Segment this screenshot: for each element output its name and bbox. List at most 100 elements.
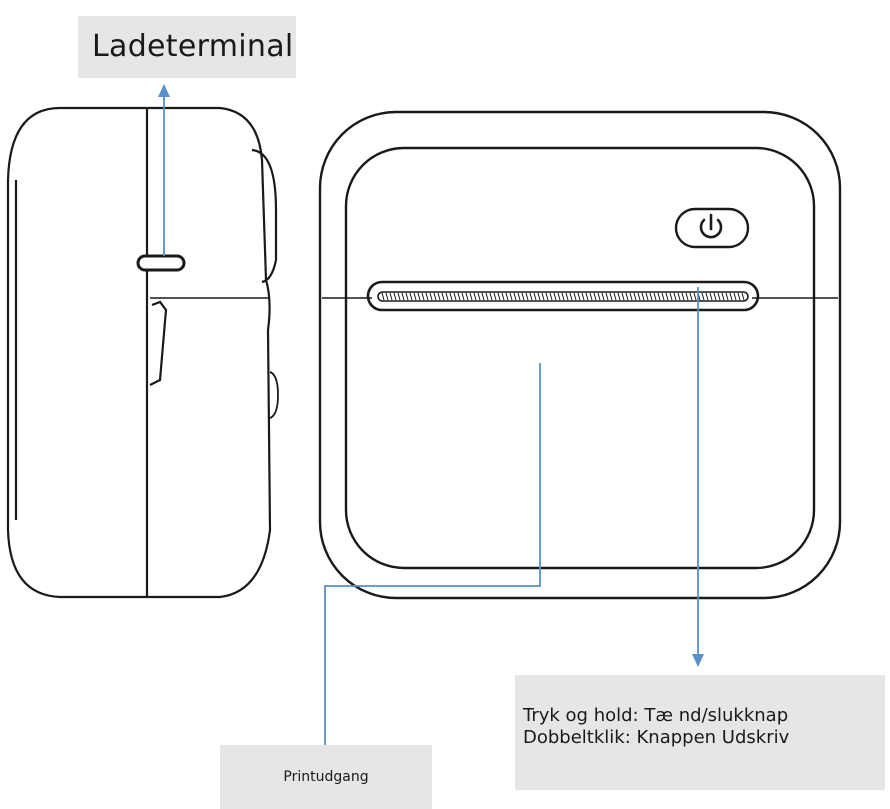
slot-tooth bbox=[465, 292, 469, 301]
slot-tooth bbox=[405, 292, 409, 301]
slot-tooth bbox=[653, 292, 657, 301]
slot-tooth bbox=[537, 292, 541, 301]
slot-tooth bbox=[433, 292, 437, 301]
slot-tooth bbox=[529, 292, 533, 301]
slot-tooth bbox=[685, 292, 689, 301]
slot-tooth bbox=[553, 292, 557, 301]
slot-tooth bbox=[505, 292, 509, 301]
slot-tooth bbox=[621, 292, 625, 301]
slot-tooth bbox=[701, 292, 705, 301]
charging-port-label: Ladeterminal bbox=[78, 16, 296, 78]
slot-tooth bbox=[569, 292, 573, 301]
slot-tooth bbox=[729, 292, 733, 301]
printer-front-view bbox=[318, 110, 842, 600]
slot-tooth bbox=[581, 292, 585, 301]
slot-tooth bbox=[525, 292, 529, 301]
slot-tooth bbox=[469, 292, 473, 301]
slot-tooth bbox=[585, 292, 589, 301]
slot-tooth bbox=[521, 292, 525, 301]
power-button bbox=[674, 207, 750, 249]
side-cover-bump bbox=[251, 148, 278, 284]
slot-tooth bbox=[645, 292, 649, 301]
side-slot bbox=[149, 300, 168, 386]
slot-tooth bbox=[617, 292, 621, 301]
slot-tooth bbox=[705, 292, 709, 301]
slot-tooth bbox=[549, 292, 553, 301]
slot-tooth bbox=[397, 292, 401, 301]
slot-tooth bbox=[481, 292, 485, 301]
power-button-label: Tryk og hold: Tæ nd/slukknap Dobbeltklik… bbox=[515, 675, 885, 790]
slot-tooth bbox=[393, 292, 397, 301]
slot-tooth bbox=[613, 292, 617, 301]
slot-tooth bbox=[385, 292, 389, 301]
slot-tooth bbox=[657, 292, 661, 301]
slot-tooth bbox=[573, 292, 577, 301]
slot-tooth bbox=[625, 292, 629, 301]
slot-tooth bbox=[421, 292, 425, 301]
slot-tooth bbox=[641, 292, 645, 301]
slot-tooth bbox=[665, 292, 669, 301]
paper-output-slot bbox=[366, 280, 760, 312]
slot-tooth bbox=[449, 292, 453, 301]
slot-tooth bbox=[489, 292, 493, 301]
power-icon bbox=[699, 213, 723, 239]
paper-slot-teeth bbox=[381, 292, 745, 301]
printer-side-view bbox=[6, 106, 279, 599]
slot-tooth bbox=[597, 292, 601, 301]
slot-tooth bbox=[737, 292, 741, 301]
slot-tooth bbox=[709, 292, 713, 301]
slot-tooth bbox=[565, 292, 569, 301]
slot-tooth bbox=[493, 292, 497, 301]
side-small-button bbox=[269, 371, 279, 419]
slot-tooth bbox=[457, 292, 461, 301]
slot-tooth bbox=[437, 292, 441, 301]
slot-tooth bbox=[513, 292, 517, 301]
slot-tooth bbox=[693, 292, 697, 301]
slot-tooth bbox=[741, 292, 745, 301]
slot-tooth bbox=[669, 292, 673, 301]
arrow-down-button bbox=[692, 654, 704, 667]
slot-tooth bbox=[501, 292, 505, 301]
slot-tooth bbox=[681, 292, 685, 301]
slot-tooth bbox=[673, 292, 677, 301]
leader-print-output bbox=[324, 363, 541, 745]
side-right-half bbox=[147, 106, 272, 599]
slot-tooth bbox=[721, 292, 725, 301]
front-inner-panel bbox=[344, 146, 816, 570]
arrow-up-charging bbox=[158, 84, 170, 97]
slot-tooth bbox=[717, 292, 721, 301]
slot-tooth bbox=[689, 292, 693, 301]
slot-tooth bbox=[637, 292, 641, 301]
slot-tooth bbox=[725, 292, 729, 301]
slot-tooth bbox=[557, 292, 561, 301]
slot-tooth bbox=[409, 292, 413, 301]
slot-tooth bbox=[509, 292, 513, 301]
slot-tooth bbox=[413, 292, 417, 301]
slot-tooth bbox=[601, 292, 605, 301]
slot-tooth bbox=[561, 292, 565, 301]
slot-tooth bbox=[733, 292, 737, 301]
slot-tooth bbox=[473, 292, 477, 301]
slot-tooth bbox=[381, 292, 385, 301]
slot-tooth bbox=[677, 292, 681, 301]
slot-tooth bbox=[453, 292, 457, 301]
print-output-label: Printudgang bbox=[220, 745, 432, 809]
slot-tooth bbox=[401, 292, 405, 301]
slot-tooth bbox=[429, 292, 433, 301]
paper-output-slot-inner bbox=[377, 291, 749, 302]
slot-tooth bbox=[425, 292, 429, 301]
slot-tooth bbox=[609, 292, 613, 301]
slot-tooth bbox=[661, 292, 665, 301]
front-outer-frame bbox=[318, 110, 842, 600]
slot-tooth bbox=[633, 292, 637, 301]
slot-tooth bbox=[441, 292, 445, 301]
power-button-label-line2: Dobbeltklik: Knappen Udskriv bbox=[523, 727, 790, 748]
slot-tooth bbox=[593, 292, 597, 301]
slot-tooth bbox=[545, 292, 549, 301]
slot-tooth bbox=[649, 292, 653, 301]
slot-tooth bbox=[713, 292, 717, 301]
slot-tooth bbox=[541, 292, 545, 301]
side-body-outline bbox=[6, 106, 147, 599]
slot-tooth bbox=[517, 292, 521, 301]
